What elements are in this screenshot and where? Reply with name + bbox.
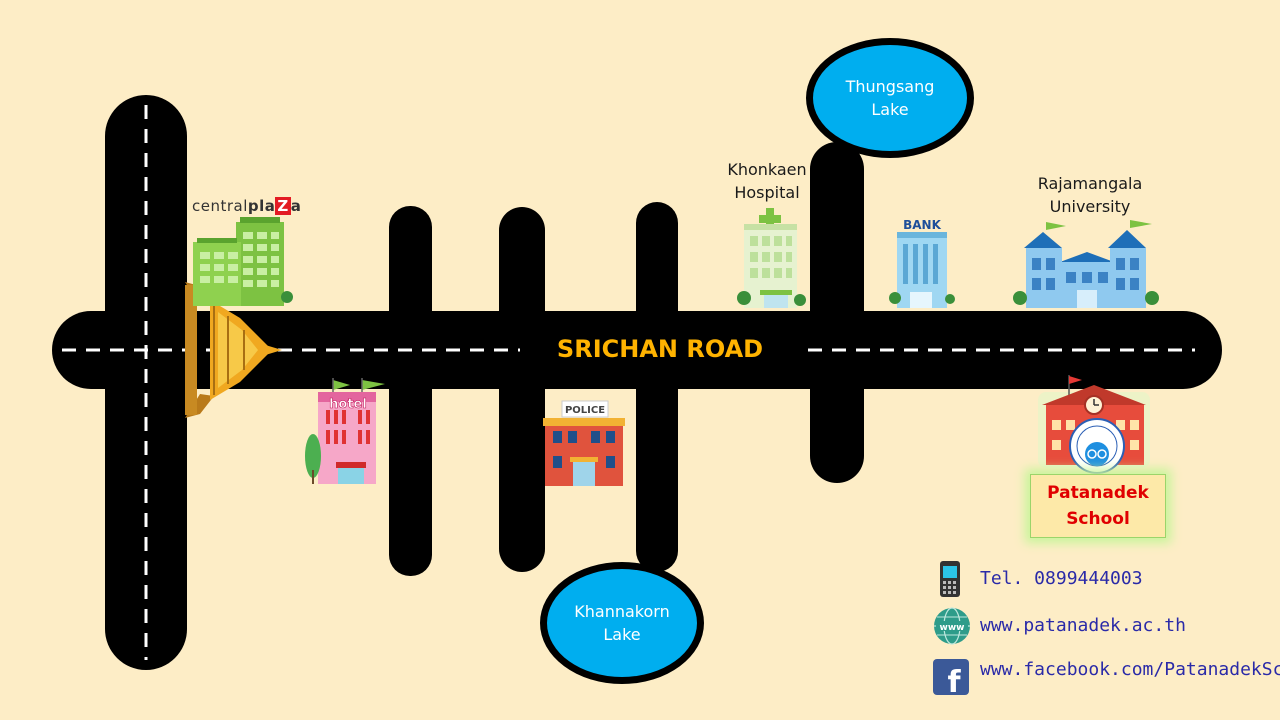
bank-sign: BANK bbox=[903, 218, 941, 232]
svg-text:f: f bbox=[947, 665, 961, 700]
central-plaza-building-icon bbox=[193, 217, 293, 306]
road-side-3 bbox=[636, 202, 678, 572]
road-side-4 bbox=[810, 142, 864, 483]
svg-text:www: www bbox=[940, 623, 965, 633]
website-link[interactable]: www.patanadek.ac.th bbox=[980, 615, 1186, 636]
road-side-1 bbox=[389, 206, 432, 576]
globe-www-icon: www bbox=[934, 607, 970, 645]
hospital-building-icon bbox=[737, 208, 806, 308]
road-name-label: SRICHAN ROAD bbox=[520, 331, 800, 367]
university-label: Rajamangala University bbox=[1037, 174, 1143, 216]
hospital-label: Khonkaen Hospital bbox=[727, 160, 807, 202]
police-station-icon bbox=[543, 400, 625, 486]
hotel-sign: hotel bbox=[329, 397, 367, 412]
mobile-phone-icon bbox=[940, 561, 960, 597]
bank-building-icon bbox=[889, 232, 955, 308]
school-label: Patanadek School bbox=[1030, 474, 1166, 538]
facebook-icon: f bbox=[933, 659, 969, 700]
school-building-icon bbox=[1038, 375, 1150, 474]
police-sign: POLICE bbox=[565, 405, 605, 416]
phone-number: Tel. 0899444003 bbox=[980, 568, 1143, 589]
hotel-building-icon bbox=[305, 378, 385, 484]
university-building-icon bbox=[1013, 220, 1159, 308]
road-side-2 bbox=[499, 207, 545, 572]
